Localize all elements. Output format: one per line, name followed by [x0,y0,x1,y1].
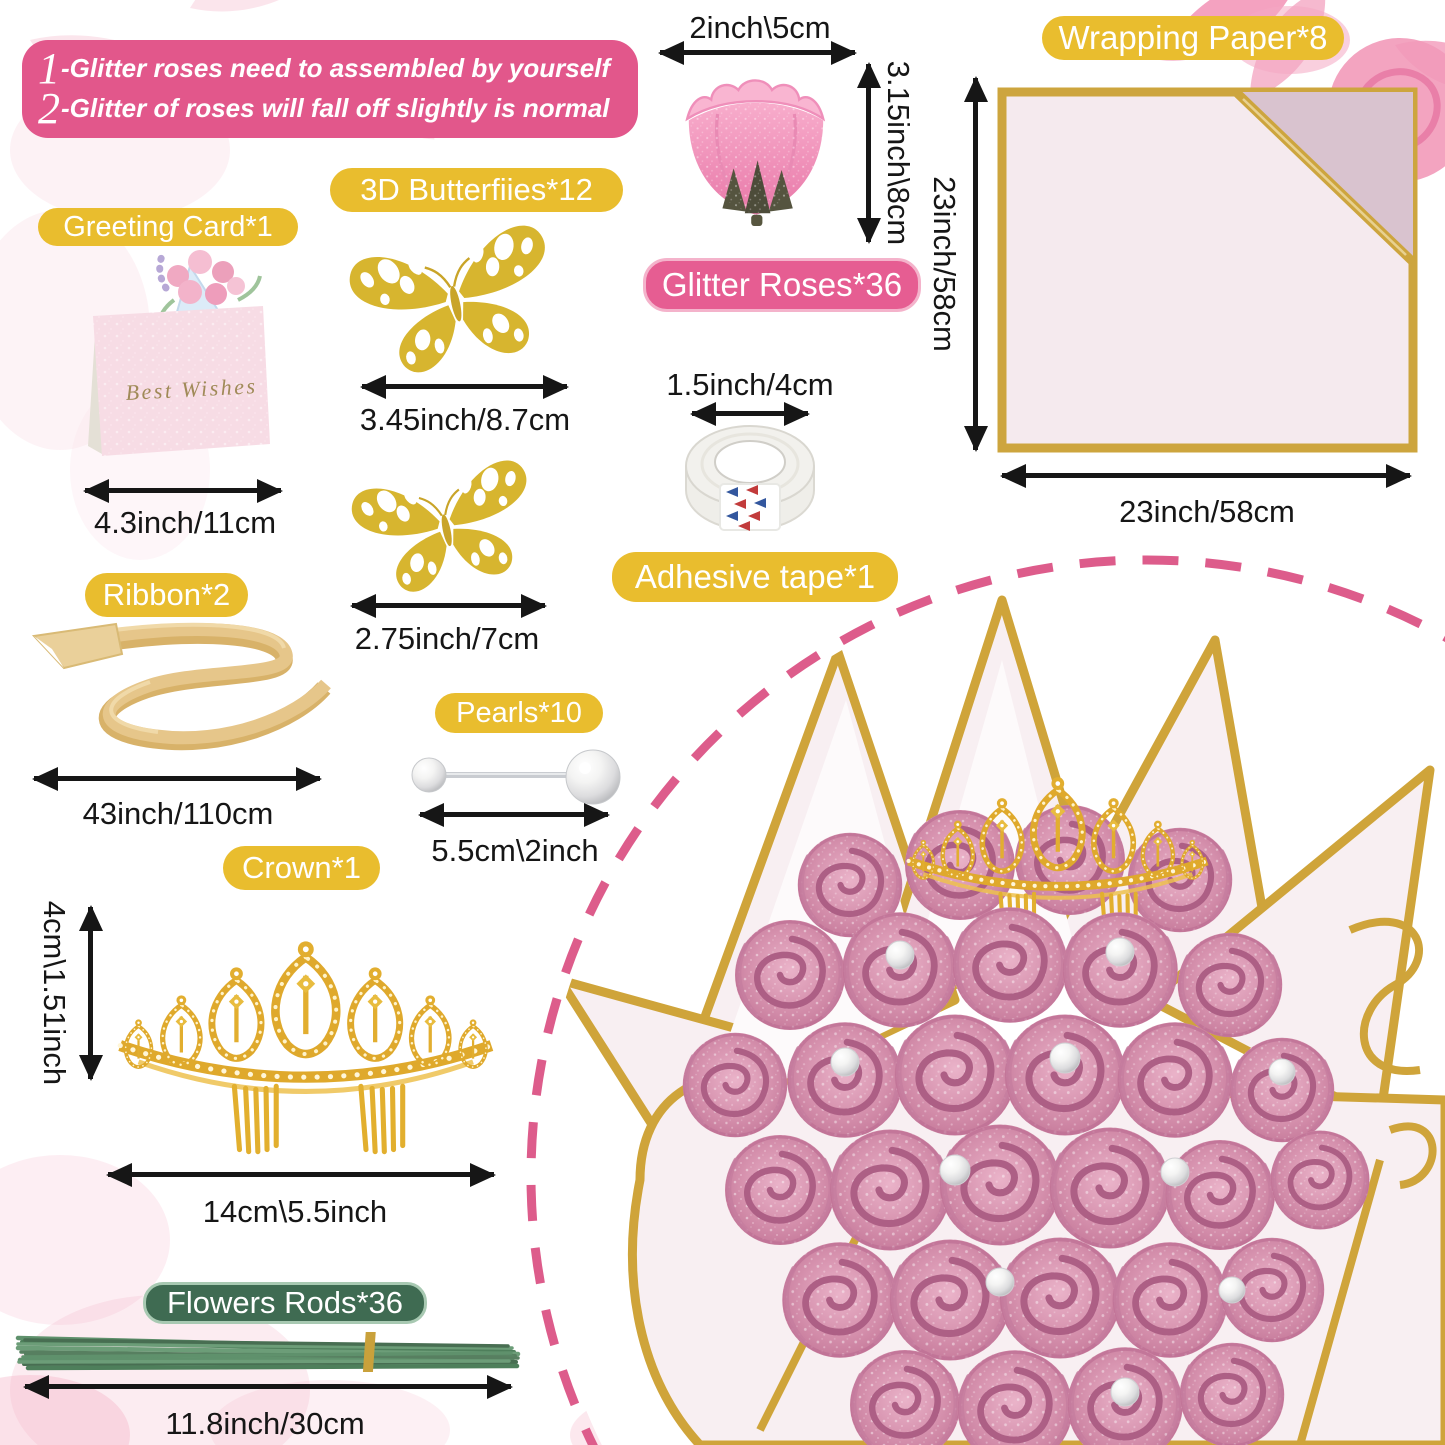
butterfly-large-arrow [362,384,567,389]
note-number-1: 1 [38,44,60,94]
watercolor-bottom-left [0,1155,450,1445]
pearls-badge: Pearls*10 [435,693,603,733]
crown-badge: Crown*1 [223,846,380,890]
note-line-1: 1 -Glitter roses need to assembled by yo… [38,44,622,94]
card-width-arrow [85,488,281,493]
ribbon-length-arrow [34,776,320,781]
note-text-1: -Glitter roses need to assembled by your… [61,53,611,84]
butterfly-large-image [344,220,567,385]
notes-box: 1 -Glitter roses need to assembled by yo… [22,40,638,138]
pearls-length-arrow [420,812,608,817]
card-popup-flowers [156,248,262,319]
rose-width-label: 2inch\5cm [689,10,831,45]
greeting-card-image: Best Wishes [88,248,270,456]
note-line-2: 2 -Glitter of roses will fall off slight… [38,84,622,133]
crown-width-arrow [108,1172,494,1177]
ribbon-length-label: 43inch/110cm [82,796,274,831]
bouquet-image [539,568,1445,1445]
rose-width-arrow [660,50,855,55]
rods-length-label: 11.8inch/30cm [165,1406,365,1441]
butterfly-small-arrow [352,603,545,608]
butterfly-small-image [347,455,546,603]
greeting-card-badge: Greeting Card*1 [38,208,298,246]
card-width-label: 4.3inch/11cm [93,505,277,540]
rods-gold-tie [362,1332,376,1372]
tape-width-arrow [692,411,808,416]
butterfly-large-label: 3.45inch/8.7cm [359,402,571,437]
paper-height-label: 23inch/58cm [927,176,962,352]
butterfly-small-label: 2.75inch/7cm [354,621,540,656]
rods-length-arrow [25,1384,511,1389]
adhesive-tape-badge: Adhesive tape*1 [612,552,898,602]
flower-rods-image [15,1332,521,1372]
tape-label [719,483,781,531]
rose-height-arrow [866,64,871,242]
tape-width-label: 1.5inch/4cm [666,367,834,402]
crown-width-label: 14cm\5.5inch [202,1194,388,1229]
butterflies-badge: 3D Butterfiies*12 [330,168,623,212]
paper-height-arrow [973,78,978,450]
ribbon-badge: Ribbon*2 [85,573,248,617]
paper-width-label: 23inch/58cm [1119,494,1295,529]
dashed-circle [526,555,1445,1445]
pearls-length-label: 5.5cm\2inch [431,833,599,868]
paper-width-arrow [1002,473,1410,478]
pearl-pin-image [411,749,621,805]
glitter-roses-badge: Glitter Roses*36 [643,258,921,312]
note-number-2: 2 [38,84,60,133]
rose-height-label: 3.15inch\8cm [881,60,916,246]
note-text-2: -Glitter of roses will fall off slightly… [61,92,610,123]
wrapping-paper-image [997,87,1418,453]
wrapping-paper-badge: Wrapping Paper*8 [1042,16,1344,60]
adhesive-tape-image [685,425,815,531]
crown-height-arrow [88,907,93,1079]
ribbon-image [31,622,331,751]
crown-image [120,941,491,1151]
glitter-rose-image [685,79,826,226]
flower-rods-badge: Flowers Rods*36 [143,1282,427,1324]
bouquet-pearls [830,937,1296,1407]
crown-height-label: 4cm\1.51inch [37,900,72,1086]
